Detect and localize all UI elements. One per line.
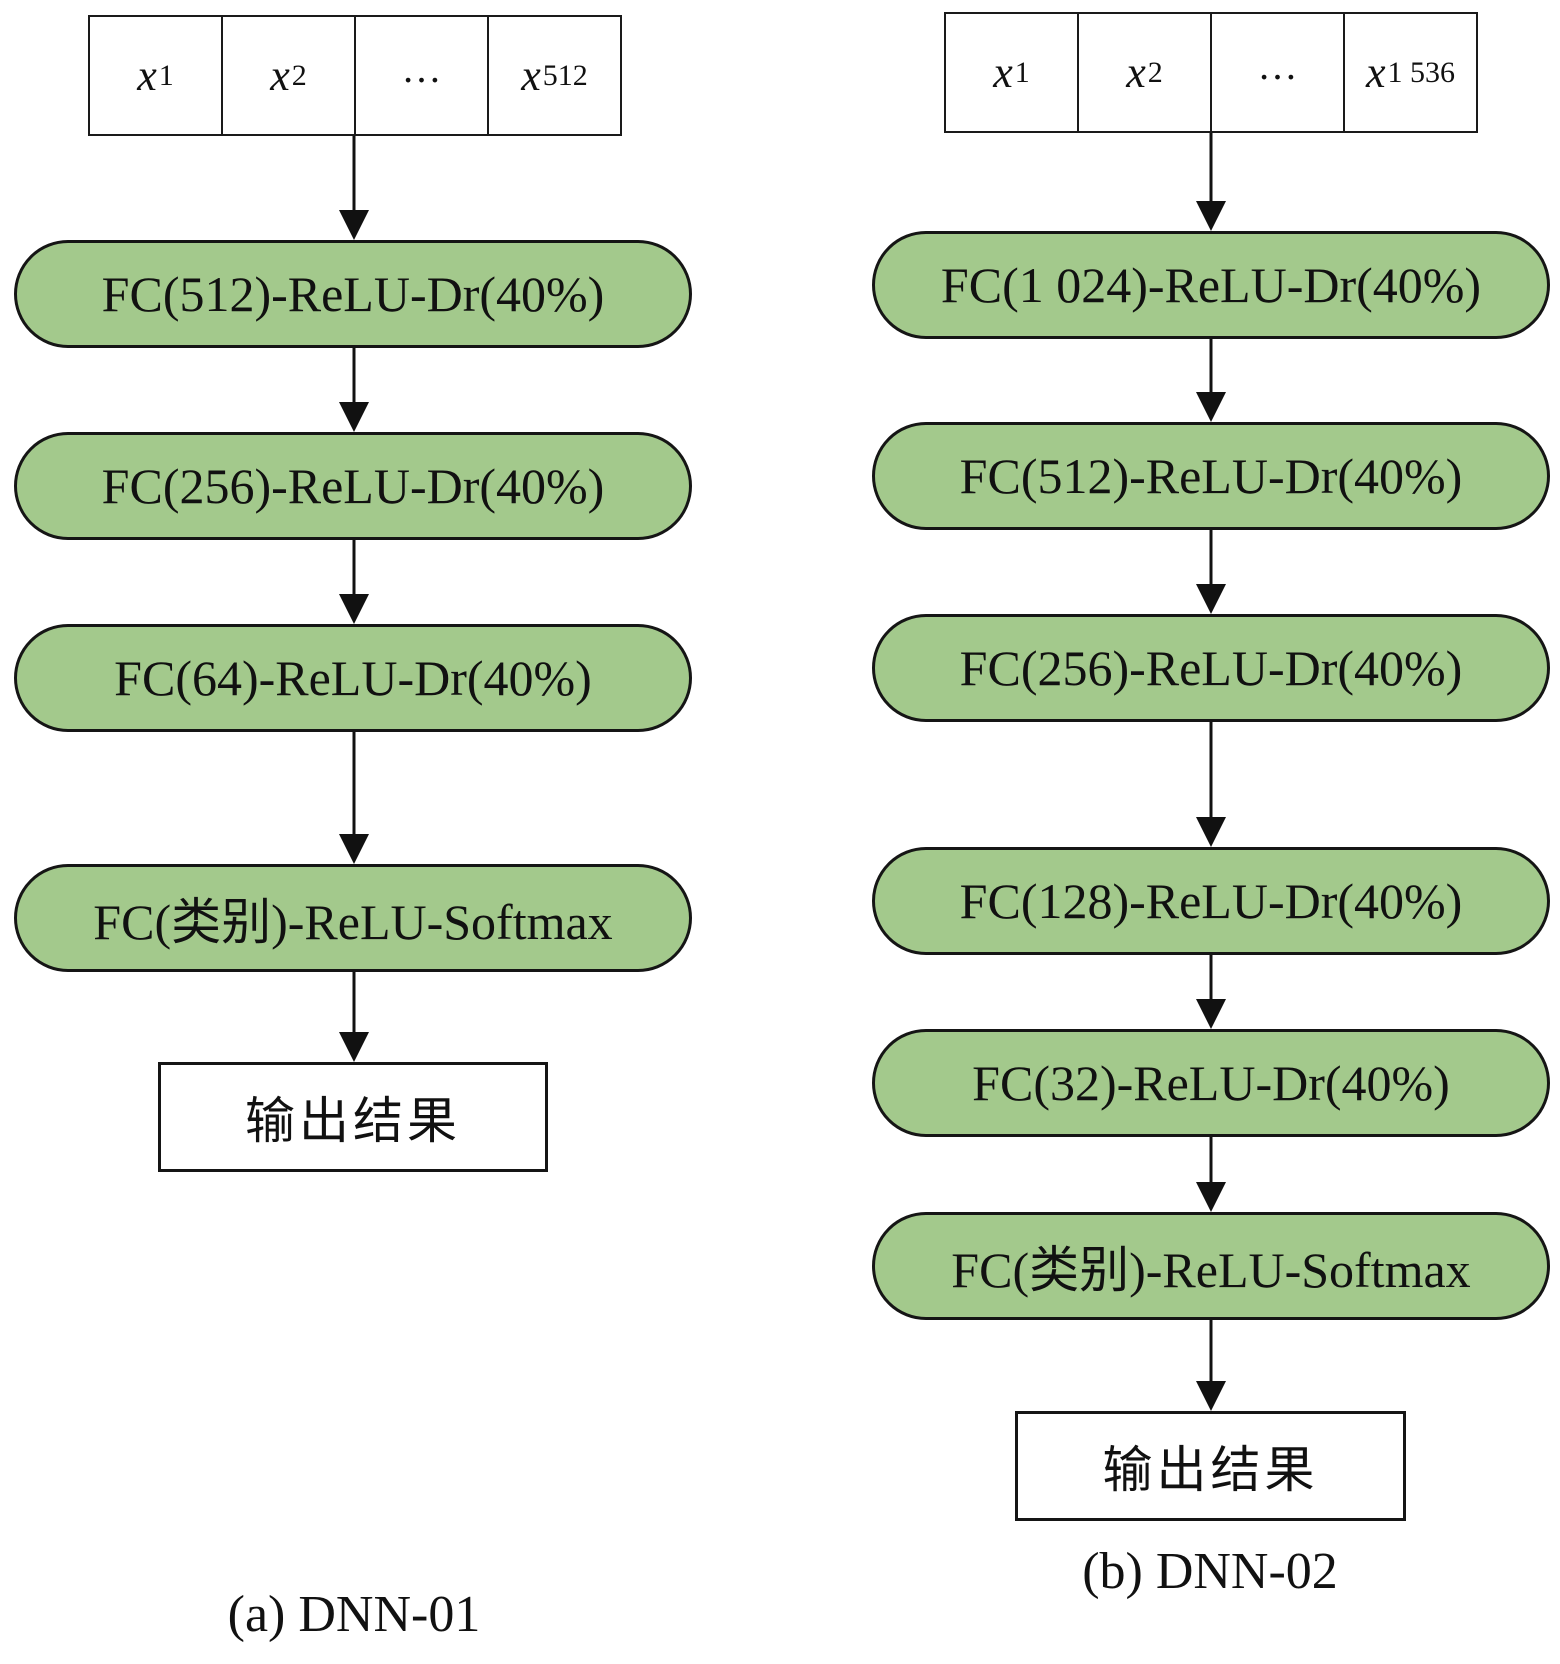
- layer-node: FC(类别)-ReLU-Softmax: [14, 864, 692, 972]
- layer-node: FC(128)-ReLU-Dr(40%): [872, 847, 1550, 955]
- arrowhead-icon: [1196, 999, 1226, 1029]
- arrowhead-icon: [339, 210, 369, 240]
- arrowhead-icon: [1196, 1381, 1226, 1411]
- layer-node: FC(512)-ReLU-Dr(40%): [872, 422, 1550, 530]
- layer-node: FC(32)-ReLU-Dr(40%): [872, 1029, 1550, 1137]
- arrowhead-icon: [339, 402, 369, 432]
- layer-node: FC(512)-ReLU-Dr(40%): [14, 240, 692, 348]
- ellipsis-cell: …: [1212, 14, 1345, 131]
- caption-b: (b) DNN-02: [1082, 1543, 1338, 1600]
- arrowhead-icon: [1196, 201, 1226, 231]
- layer-node: FC(1 024)-ReLU-Dr(40%): [872, 231, 1550, 339]
- arrowhead-icon: [1196, 392, 1226, 422]
- ellipsis-cell: …: [356, 17, 489, 134]
- layer-node: FC(64)-ReLU-Dr(40%): [14, 624, 692, 732]
- arrowhead-icon: [1196, 584, 1226, 614]
- arrowhead-icon: [1196, 817, 1226, 847]
- layer-node: FC(256)-ReLU-Dr(40%): [14, 432, 692, 540]
- output-node: 输出结果: [158, 1062, 548, 1172]
- layer-node: FC(256)-ReLU-Dr(40%): [872, 614, 1550, 722]
- caption-a: (a) DNN-01: [227, 1586, 481, 1643]
- arrowhead-icon: [339, 594, 369, 624]
- arrowhead-icon: [339, 1032, 369, 1062]
- arrowhead-icon: [1196, 1182, 1226, 1212]
- layer-node: FC(类别)-ReLU-Softmax: [872, 1212, 1550, 1320]
- output-node: 输出结果: [1015, 1411, 1406, 1521]
- arrowhead-icon: [339, 834, 369, 864]
